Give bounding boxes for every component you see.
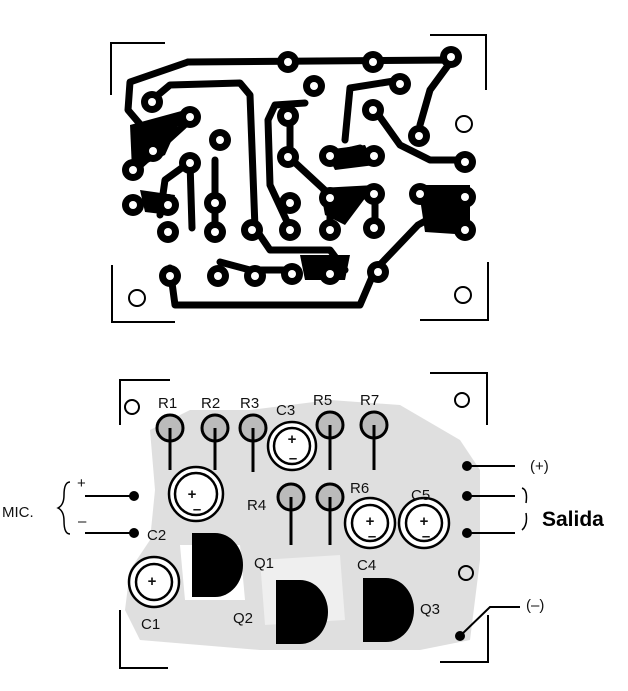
svg-text:+: + xyxy=(188,486,197,503)
mounting-hole xyxy=(458,565,474,581)
mic-minus-label: – xyxy=(78,513,87,530)
mic-plus-label: + xyxy=(77,475,86,492)
label-c4: C4 xyxy=(357,557,376,574)
svg-text:+: + xyxy=(366,513,375,530)
output-label: Salida xyxy=(542,508,604,531)
resistors xyxy=(155,410,389,545)
label-q1: Q1 xyxy=(254,555,274,572)
copper-side-view xyxy=(110,34,489,323)
supply-plus-label: (+) xyxy=(530,458,549,475)
mic-brace xyxy=(56,481,71,535)
capacitors xyxy=(127,420,451,609)
svg-text:–: – xyxy=(193,501,201,518)
component-side-view: +– +– +– +– + xyxy=(56,372,528,669)
svg-text:+: + xyxy=(288,431,297,448)
label-q2: Q2 xyxy=(233,610,253,627)
mounting-hole xyxy=(124,399,140,415)
transistors xyxy=(192,533,414,644)
mounting-hole xyxy=(128,289,146,307)
label-c1: C1 xyxy=(141,616,160,633)
svg-text:+: + xyxy=(420,513,429,530)
svg-text:–: – xyxy=(422,528,430,545)
label-r5: R5 xyxy=(313,392,332,409)
label-c2: C2 xyxy=(147,527,166,544)
label-r4: R4 xyxy=(247,497,266,514)
label-q3: Q3 xyxy=(420,601,440,618)
svg-text:–: – xyxy=(289,450,297,467)
label-c5: C5 xyxy=(411,487,430,504)
mounting-hole xyxy=(454,392,470,408)
output-brace xyxy=(521,487,528,531)
mounting-hole xyxy=(455,115,473,133)
svg-text:+: + xyxy=(148,573,157,590)
supply-minus-label: (–) xyxy=(526,597,544,614)
label-c3: C3 xyxy=(276,402,295,419)
label-r2: R2 xyxy=(201,395,220,412)
label-r6: R6 xyxy=(350,480,369,497)
mounting-hole xyxy=(454,286,472,304)
label-r3: R3 xyxy=(240,395,259,412)
svg-text:–: – xyxy=(368,528,376,545)
mic-label: MIC. xyxy=(2,504,34,521)
label-r1: R1 xyxy=(158,395,177,412)
label-r7: R7 xyxy=(360,392,379,409)
